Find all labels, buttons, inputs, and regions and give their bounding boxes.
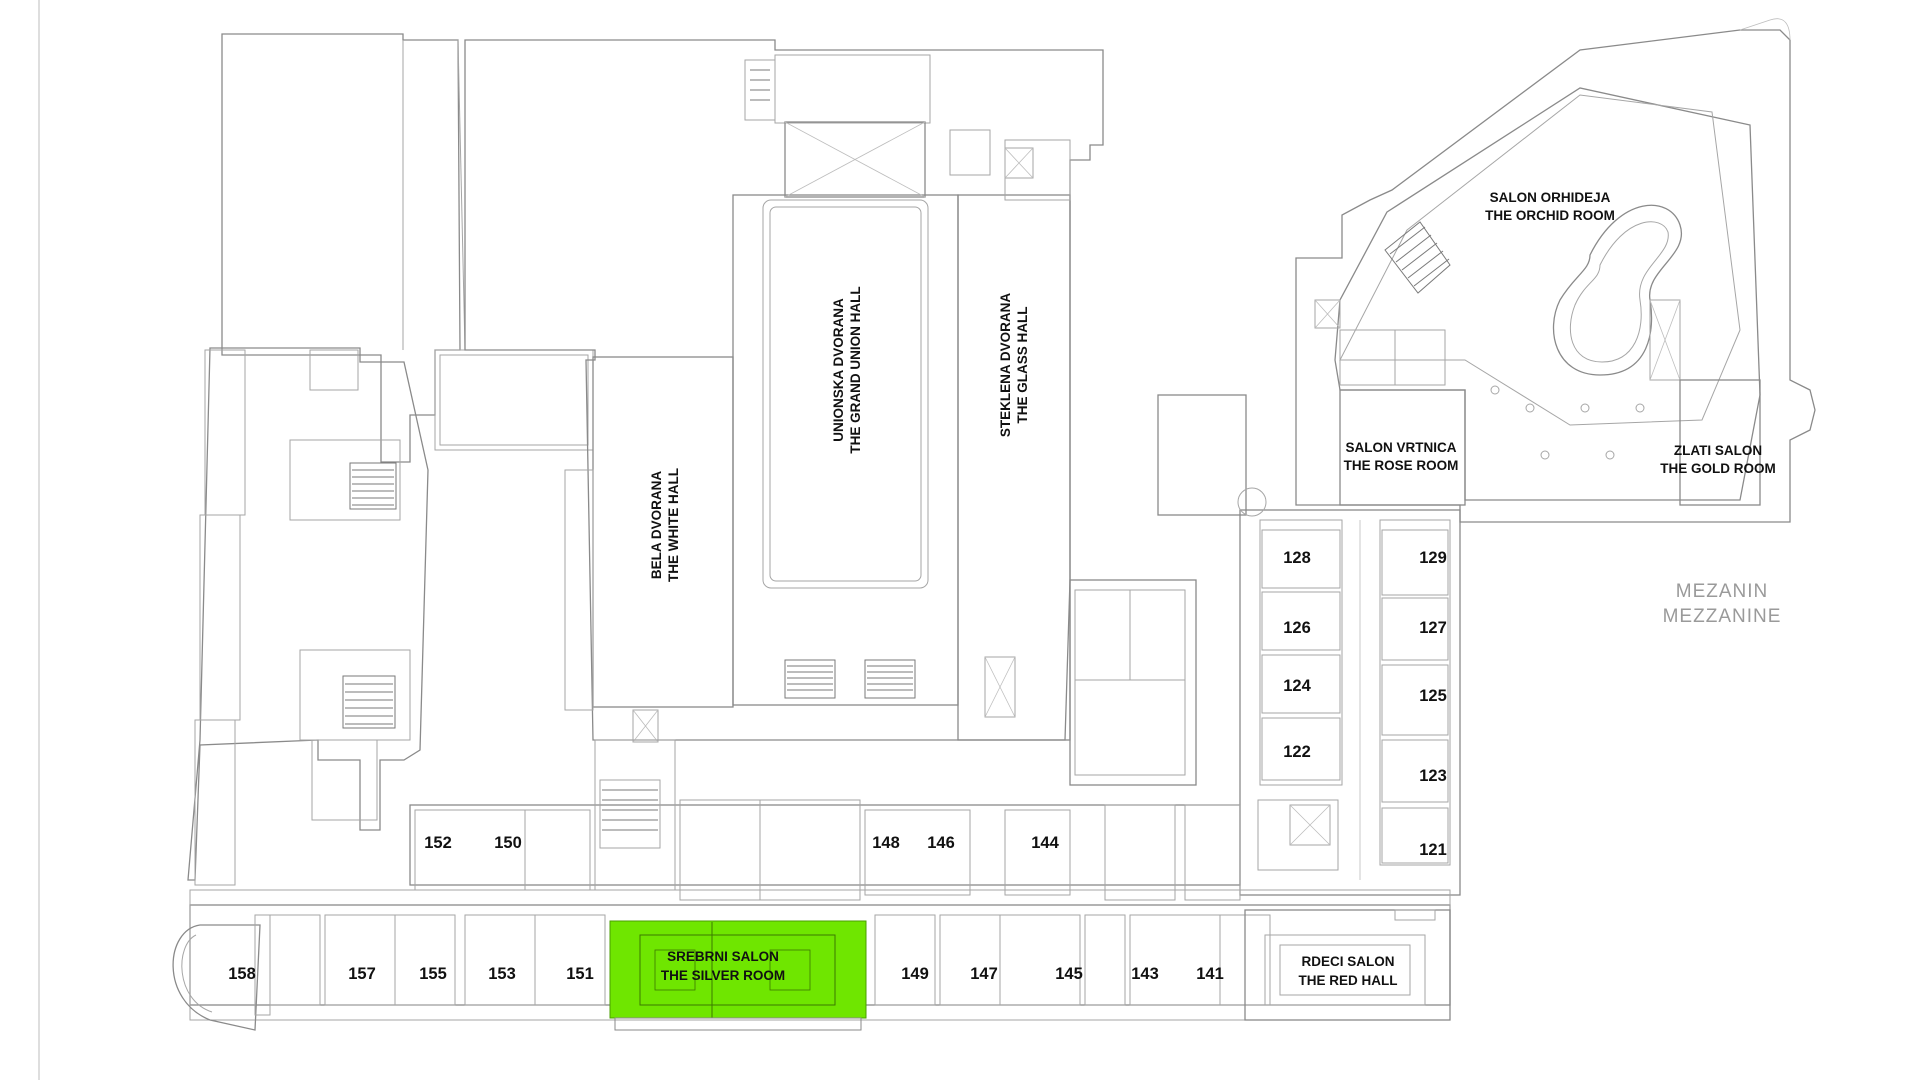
room-number: 149 xyxy=(901,965,929,983)
west-wing xyxy=(187,33,594,886)
room-number: 127 xyxy=(1419,619,1447,637)
room-number: 158 xyxy=(228,965,256,983)
hall-label-grand-union-local: UNIONSKA DVORANA xyxy=(831,298,846,442)
room-number: 124 xyxy=(1283,677,1311,695)
floor-label-local: MEZANIN xyxy=(1676,581,1769,602)
hall-label-red-local: RDECI SALON xyxy=(1301,954,1394,969)
room-number: 153 xyxy=(488,965,516,983)
hall-label-silver-local: SREBRNI SALON xyxy=(667,949,779,964)
room-number: 143 xyxy=(1131,965,1159,983)
west-stair-upper xyxy=(349,462,397,510)
floor-label-english: MEZZANINE xyxy=(1663,606,1782,627)
hall-label-orchid-local: SALON ORHIDEJA xyxy=(1490,190,1611,205)
room-number: 150 xyxy=(494,834,522,852)
room-number: 145 xyxy=(1055,965,1083,983)
west-stair-lower xyxy=(342,675,396,729)
east-wing xyxy=(1295,18,1816,523)
room-number: 126 xyxy=(1283,619,1311,637)
hall-label-silver-english: THE SILVER ROOM xyxy=(661,968,785,983)
room-number: 121 xyxy=(1419,841,1447,859)
hall-label-grand-union-english: THE GRAND UNION HALL xyxy=(848,286,863,453)
room-number: 152 xyxy=(424,834,452,852)
hall-label-rose-local: SALON VRTNICA xyxy=(1346,440,1457,455)
room-number: 157 xyxy=(348,965,376,983)
hall-label-red-english: THE RED HALL xyxy=(1299,973,1398,988)
room-number: 155 xyxy=(419,965,447,983)
hall-label-white-local: BELA DVORANA xyxy=(649,471,664,580)
room-number: 141 xyxy=(1196,965,1224,983)
room-number: 151 xyxy=(566,965,594,983)
hall-label-glass-local: STEKLENA DVORANA xyxy=(998,293,1013,438)
hall-label-orchid-english: THE ORCHID ROOM xyxy=(1485,208,1615,223)
hall-label-white-english: THE WHITE HALL xyxy=(666,468,681,582)
east-rooms-block xyxy=(1237,487,1461,896)
hall-label-gold-english: THE GOLD ROOM xyxy=(1660,461,1776,476)
room-number: 144 xyxy=(1031,834,1059,852)
central-halls xyxy=(464,39,1104,743)
room-number: 148 xyxy=(872,834,900,852)
room-number: 128 xyxy=(1283,549,1311,567)
hall-label-glass-english: THE GLASS HALL xyxy=(1015,307,1030,424)
hall-label-rose-english: THE ROSE ROOM xyxy=(1344,458,1459,473)
room-number: 122 xyxy=(1283,743,1311,761)
silver-room-highlight xyxy=(609,920,867,1019)
room-number: 129 xyxy=(1419,549,1447,567)
red-hall-area xyxy=(1244,909,1451,1021)
silver-room-area xyxy=(609,920,867,1031)
room-number: 147 xyxy=(970,965,998,983)
room-number: 125 xyxy=(1419,687,1447,705)
room-number: 123 xyxy=(1419,767,1447,785)
room-number: 146 xyxy=(927,834,955,852)
orchid-stair xyxy=(1384,221,1451,294)
service-block xyxy=(1069,394,1247,786)
hall-label-gold-local: ZLATI SALON xyxy=(1674,443,1762,458)
grand-union-stairs xyxy=(784,659,916,699)
